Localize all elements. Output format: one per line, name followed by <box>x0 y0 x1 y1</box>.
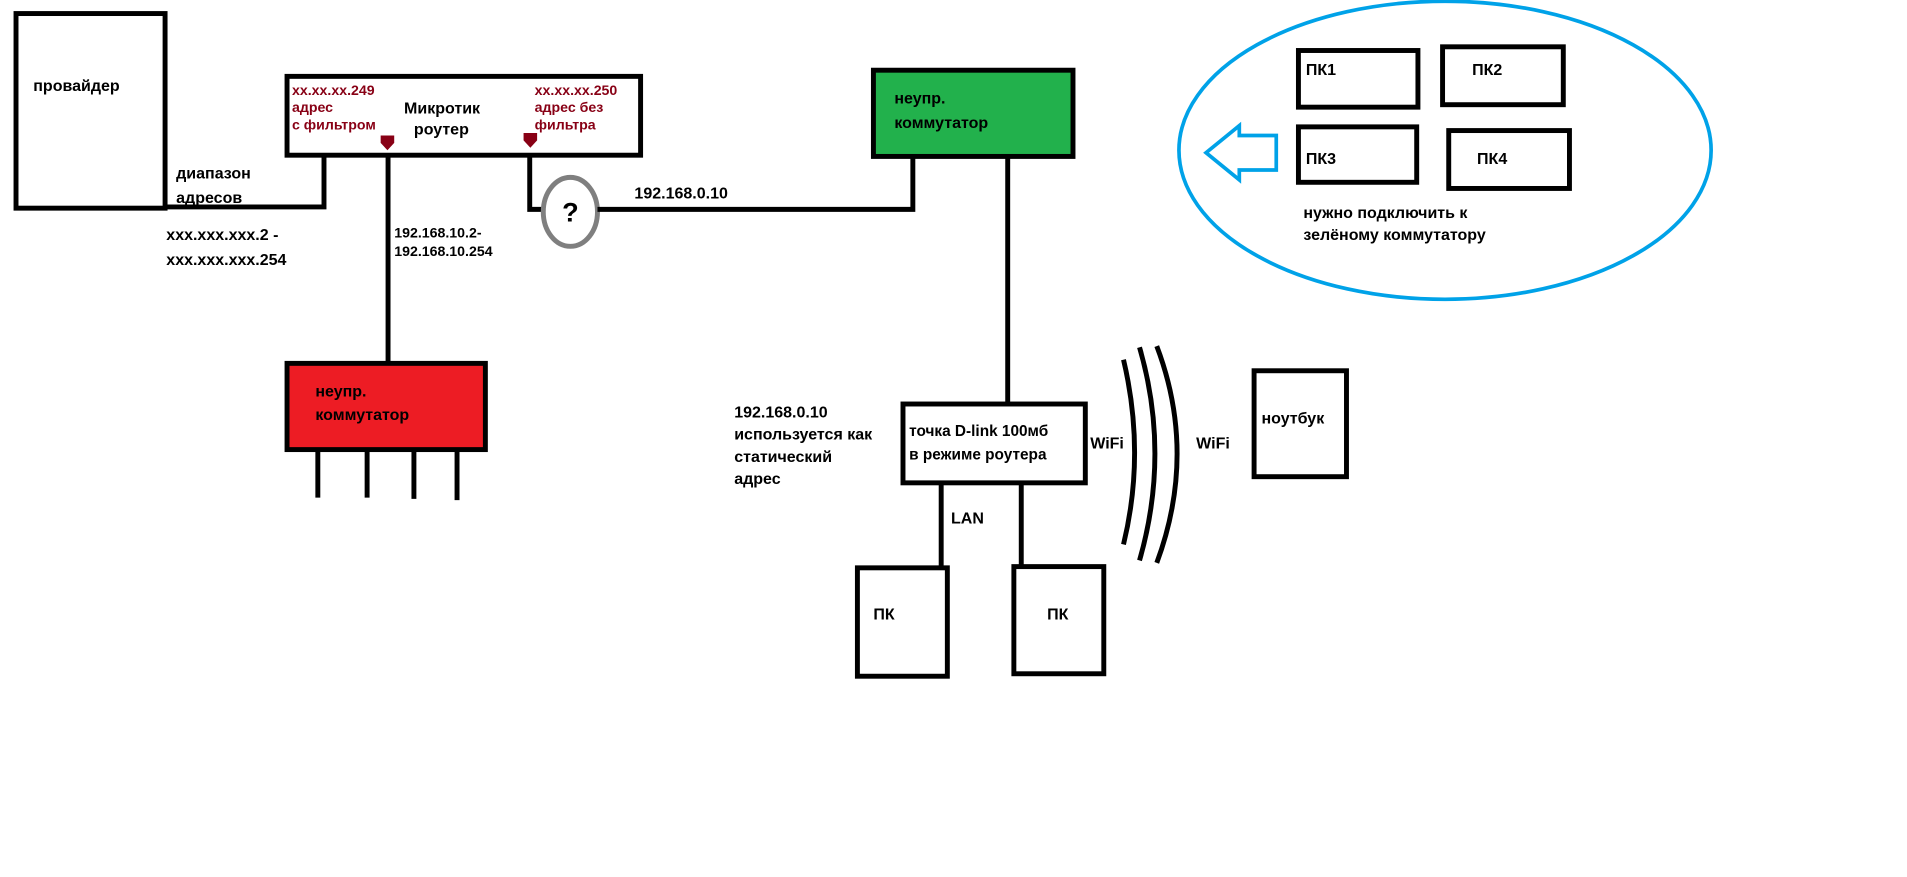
port-filtered-ip: xx.xx.xx.249 <box>292 83 375 99</box>
lan-pc-2-label: ПК <box>1047 607 1069 624</box>
arrow-left-icon <box>1203 121 1279 184</box>
address-range-label-1: диапазон <box>176 166 251 183</box>
green-switch-label-1: неупр. <box>894 90 945 107</box>
question-mark-icon: ? <box>562 197 579 228</box>
callout-pc3-label: ПК3 <box>1306 151 1336 168</box>
callout-pc4-label: ПК4 <box>1477 151 1507 168</box>
mikrotik-router-box <box>284 73 644 158</box>
red-switch-label-1: неупр. <box>315 384 366 401</box>
callout-pc4-box <box>1446 128 1572 191</box>
address-range-value-1: xxx.xxx.xxx.2 - <box>166 227 278 244</box>
port-unfiltered-line1: адрес без <box>535 100 604 116</box>
lan-pc-1-label: ПК <box>873 607 895 624</box>
port-filtered-line2: с фильтром <box>292 117 376 133</box>
static-note-1: 192.168.0.10 <box>734 405 828 422</box>
port-unfiltered-line2: фильтра <box>535 117 596 133</box>
callout-ellipse <box>1177 0 1713 302</box>
dlink-label-2: в режиме роутера <box>909 446 1047 463</box>
callout-note-2: зелёному коммутатору <box>1303 227 1486 244</box>
link-ip-label: 192.168.0.10 <box>634 185 728 202</box>
wifi-waves-icon <box>1121 345 1180 564</box>
wifi-left-label: WiFi <box>1090 435 1124 452</box>
address-range-label-2: адресов <box>176 190 242 207</box>
laptop-label: ноутбук <box>1261 411 1325 428</box>
red-switch-label-2: коммутатор <box>315 407 409 424</box>
provider-box <box>13 11 168 211</box>
lan-label: LAN <box>951 510 984 527</box>
lan-range-1: 192.168.10.2- <box>394 226 482 242</box>
router-question-wire <box>527 155 545 212</box>
callout-pc3-box <box>1295 124 1420 185</box>
green-switch-box <box>870 67 1076 159</box>
callout-pc1-label: ПК1 <box>1306 62 1336 79</box>
red-switch-box <box>284 360 488 453</box>
port-unfiltered-ip: xx.xx.xx.250 <box>535 83 618 99</box>
static-note-4: адрес <box>734 471 781 488</box>
router-title-1: Микротик <box>404 100 481 117</box>
laptop-box <box>1251 368 1349 480</box>
question-green-switch-wire <box>597 157 916 212</box>
lan-pc-1-box <box>854 565 950 679</box>
callout-pc1-box <box>1295 48 1421 110</box>
port-filtered-line1: адрес <box>292 100 333 116</box>
router-title-2: роутер <box>414 121 469 138</box>
dlink-label-1: точка D-link 100мб <box>909 423 1048 440</box>
lan-range-2: 192.168.10.254 <box>394 244 493 260</box>
wifi-right-label: WiFi <box>1196 435 1230 452</box>
callout-pc2-box <box>1440 44 1566 108</box>
green-switch-label-2: коммутатор <box>894 115 988 132</box>
lan-pc-2-box <box>1011 564 1107 677</box>
callout-note-1: нужно подключить к <box>1303 205 1468 222</box>
dlink-router-box <box>900 401 1088 486</box>
provider-label: провайдер <box>33 78 120 95</box>
static-note-2: используется как <box>734 427 873 444</box>
callout-pc2-label: ПК2 <box>1472 62 1502 79</box>
address-range-value-2: xxx.xxx.xxx.254 <box>166 252 286 269</box>
provider-router-wire <box>165 155 327 210</box>
static-note-3: статический <box>734 449 832 466</box>
